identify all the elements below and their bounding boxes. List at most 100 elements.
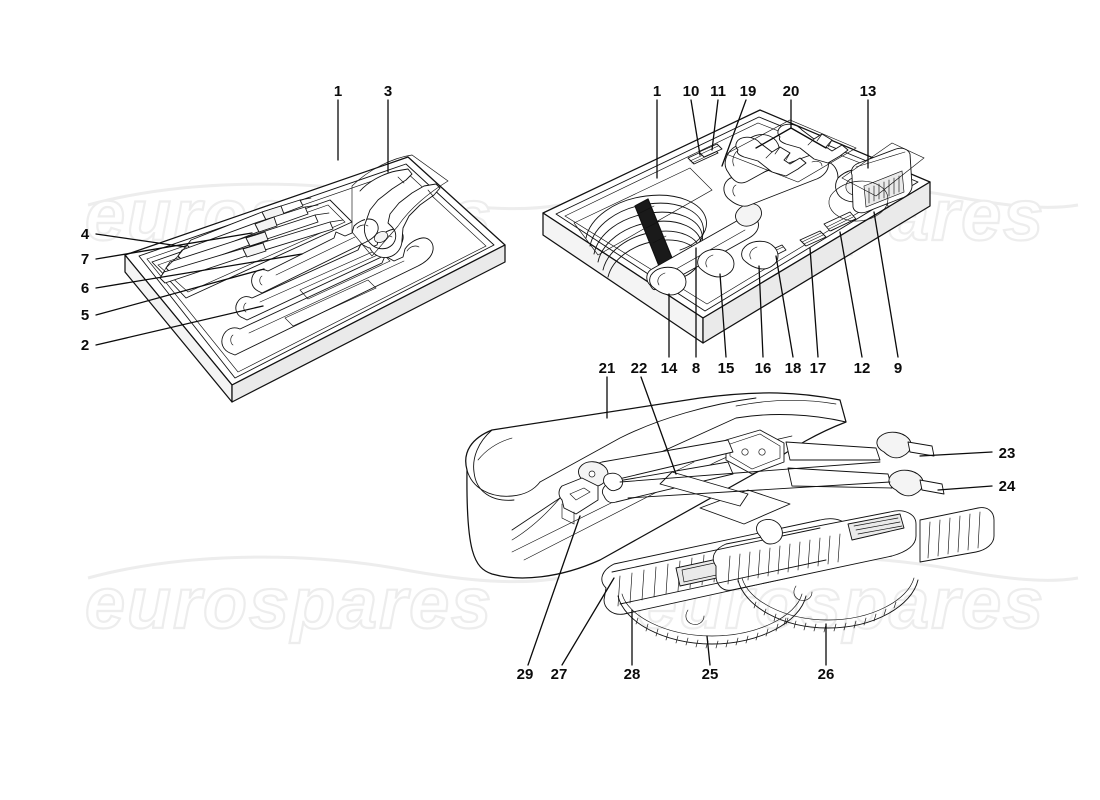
callout-6: 6 [81, 280, 89, 297]
callout-29: 29 [517, 666, 534, 683]
leader-2 [95, 305, 264, 346]
callout-28: 28 [624, 666, 641, 683]
jack-arm-upper-right [785, 441, 881, 461]
jack-pivot-hole [588, 470, 596, 478]
watermark-text: eurospares [85, 564, 493, 644]
callout-5: 5 [81, 307, 89, 324]
callout-11: 11 [710, 83, 726, 100]
spark-plug-recess [725, 119, 857, 183]
callout-1-right: 1 [653, 83, 661, 100]
callout-21: 21 [599, 360, 616, 377]
screwdriver-grip-4 [242, 242, 267, 258]
callout-17: 17 [810, 360, 827, 377]
small-clips [687, 143, 723, 165]
callout-18: 18 [785, 360, 802, 377]
callout-20: 20 [783, 83, 800, 100]
callout-27: 27 [551, 666, 568, 683]
recess-9 [828, 180, 889, 222]
callout-26: 26 [818, 666, 835, 683]
pliers-body [359, 168, 441, 258]
clip-11 [698, 143, 723, 158]
watermark-text: eurospares [637, 564, 1045, 644]
leader-23 [919, 451, 993, 457]
rod-knob [735, 203, 762, 227]
callout-7: 7 [81, 251, 89, 268]
jack-saddle-hole-1 [741, 448, 749, 456]
wrench-recess-1 [299, 252, 391, 300]
pliers-pivot [374, 231, 388, 243]
fan-belt-25-inner [621, 593, 803, 637]
wheel-ramps [601, 507, 995, 615]
watermark-bottom-right: eurospares [636, 555, 1079, 645]
right-tool-tray [542, 109, 931, 344]
leader-7 [95, 232, 253, 260]
bulb-16 [741, 240, 779, 270]
jack-saddle-hole-2 [758, 448, 766, 456]
callout-1-left: 1 [334, 83, 342, 100]
callout-23: 23 [999, 445, 1016, 462]
jack-center-strut [659, 471, 749, 507]
leader-19 [721, 99, 747, 167]
leader-16 [758, 265, 764, 358]
callout-16: 16 [755, 360, 772, 377]
callout-8: 8 [692, 360, 700, 377]
jack-saddle [725, 429, 785, 475]
jack-and-bag-assembly [465, 392, 995, 649]
leader-9 [873, 211, 899, 358]
leader-22 [640, 376, 677, 475]
callout-12: 12 [854, 360, 871, 377]
scissor-jack [558, 429, 945, 525]
fan-belt-26-inner [741, 577, 915, 621]
open-end-wrench-set [221, 218, 434, 356]
callout-14: 14 [661, 360, 678, 377]
leader-10 [690, 99, 701, 156]
callout-13: 13 [860, 83, 877, 100]
callout-24: 24 [999, 478, 1016, 495]
left-tool-tray [124, 154, 506, 403]
screwdriver-grip-2 [254, 216, 278, 233]
bulb-recesses [649, 240, 779, 296]
tray-front-side [231, 244, 506, 403]
jack-pivot-left2 [603, 472, 624, 492]
screwdriver-grip-3 [245, 231, 269, 247]
jack-screw-end-upper [907, 441, 935, 457]
leader-20-left [755, 127, 792, 149]
pliers-recess [351, 154, 449, 257]
leader-5 [95, 268, 265, 316]
callout-2: 2 [81, 337, 89, 354]
tray-inner-rim2 [146, 169, 487, 373]
leader-20-right [790, 127, 827, 149]
callout-4: 4 [81, 226, 90, 243]
pliers [359, 168, 441, 258]
leader-11 [711, 99, 719, 151]
jack-pivot-right-upper [876, 431, 912, 459]
callout-3-left: 3 [384, 83, 392, 100]
leader-4 [95, 233, 187, 248]
callout-9: 9 [894, 360, 902, 377]
tray-inner-rim [138, 163, 495, 379]
fan-belt-26-outer [737, 579, 919, 629]
leader-27 [561, 577, 615, 666]
wrench-recess-2 [284, 279, 377, 327]
leader-15 [719, 273, 727, 358]
leader-18 [775, 255, 794, 358]
callout-10: 10 [683, 83, 700, 100]
leader-17 [809, 247, 819, 358]
callout-leaders [95, 99, 993, 666]
jack-foot-hook [558, 477, 599, 515]
callout-25: 25 [702, 666, 719, 683]
leader-29 [527, 515, 581, 666]
leader-25 [706, 635, 711, 666]
fuse-box-recess [841, 142, 925, 197]
jack-arm-lower-right [787, 467, 893, 489]
belt-connector [756, 519, 783, 545]
leader-24 [937, 485, 993, 491]
spark-plugs [725, 119, 857, 183]
tray2-front-side [702, 181, 931, 344]
callout-19: 19 [740, 83, 757, 100]
callout-22: 22 [631, 360, 648, 377]
callout-labels: 1 3 4 7 6 5 2 1 10 11 19 20 13 21 22 14 … [81, 83, 1016, 683]
callout-15: 15 [718, 360, 735, 377]
